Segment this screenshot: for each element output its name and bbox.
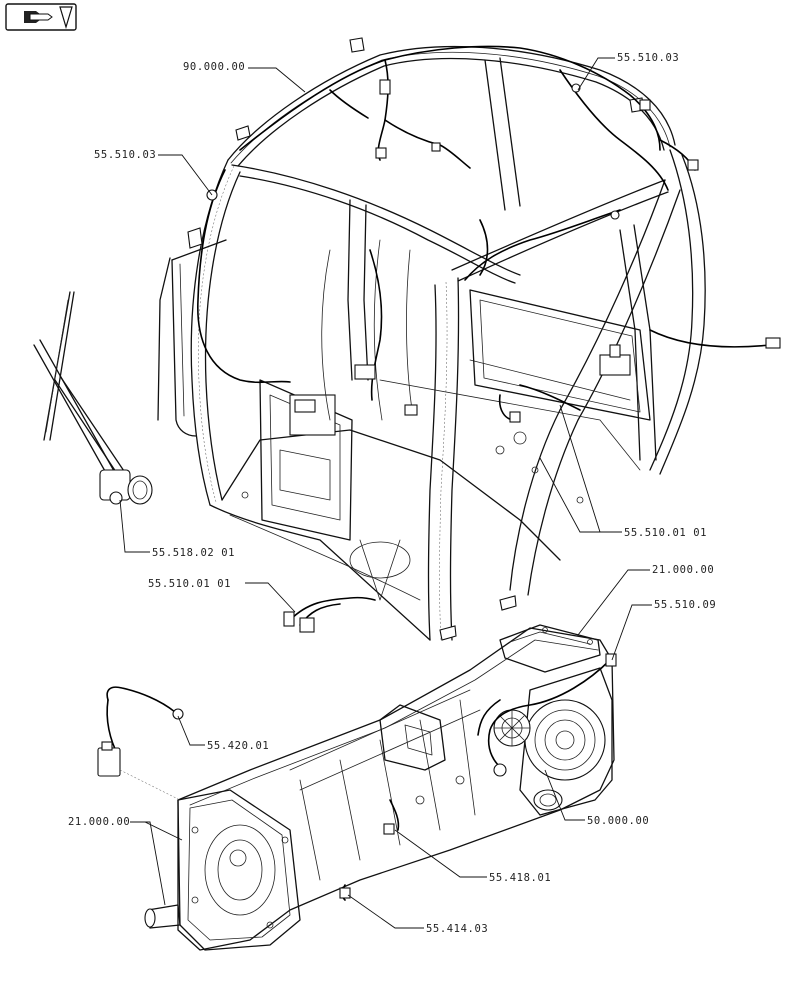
page-navigation-icon[interactable]	[5, 3, 77, 31]
callout-transmission-harness: 55.510.09	[654, 599, 716, 611]
transmission-assembly	[144, 624, 617, 951]
floor-harness-loose	[283, 596, 376, 633]
cab-harness-wires	[197, 45, 781, 423]
callout-rear-housing: 50.000.00	[587, 815, 649, 827]
callout-harness-roof-right: 55.510.03	[617, 52, 679, 64]
callout-sensor-418: 55.418.01	[489, 872, 551, 884]
callout-labels: 90.000.00 55.510.03 55.510.03 55.518.02 …	[68, 52, 716, 935]
cab-frame-assembly	[157, 37, 706, 641]
callout-cab-frame: 90.000.00	[183, 61, 245, 73]
callout-wiper-motor: 55.518.02 01	[152, 547, 235, 559]
callout-floor-harness-loose: 55.510.01 01	[148, 578, 231, 590]
leader-lines	[119, 57, 652, 929]
callout-transmission-top: 21.000.00	[652, 564, 714, 576]
callout-transmission-left: 21.000.00	[68, 816, 130, 828]
callout-floor-harness: 55.510.01 01	[624, 527, 707, 539]
callout-harness-roof-left: 55.510.03	[94, 149, 156, 161]
callout-sensor-harness-420: 55.420.01	[207, 740, 269, 752]
wiper-motor-assembly	[33, 291, 153, 505]
sensor-harness-420	[97, 686, 184, 801]
callout-sensor-414: 55.414.03	[426, 923, 488, 935]
